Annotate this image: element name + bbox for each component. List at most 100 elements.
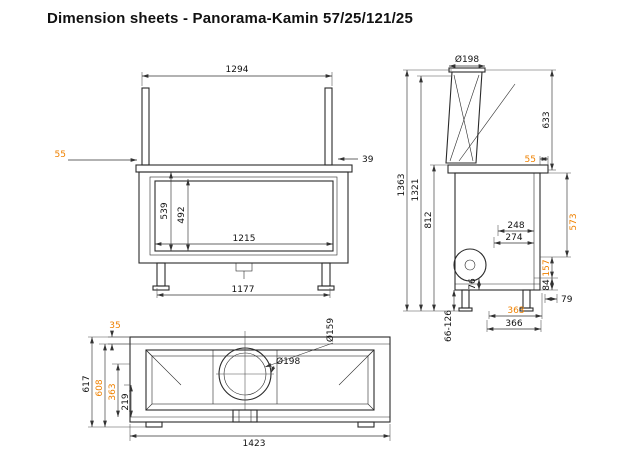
- front-center-connector: [235, 262, 253, 272]
- front-frame-inner: [149, 176, 338, 256]
- dim-top-back-offset-label: 35: [109, 321, 120, 331]
- dim-side-body-height-label: 812: [424, 211, 434, 228]
- side-view: Ø198 633 1363 1321 812: [397, 54, 579, 342]
- dim-front-panel-thickness-label: 39: [362, 155, 374, 165]
- dim-top-flue-inner-diameter: Ø159: [264, 318, 336, 368]
- dim-front-width-top-label: 1294: [226, 65, 249, 75]
- dim-front-firebox-height-label: 539: [160, 202, 170, 219]
- side-foot-front: [519, 307, 534, 312]
- top-side-glass-diagonals: [146, 350, 374, 386]
- dim-front-glass-width: 1215: [155, 234, 333, 246]
- dim-front-side-offset-label: 55: [55, 150, 66, 160]
- front-body: [138, 171, 349, 264]
- side-flue-diagonal-2: [449, 74, 480, 162]
- dim-side-depth-frame: 363: [488, 293, 543, 319]
- front-foot-left: [152, 285, 170, 291]
- front-side-panel-left: [141, 87, 150, 166]
- dim-front-panel-thickness: 39: [338, 155, 374, 165]
- side-body: [454, 172, 541, 291]
- dim-top-depth-frame-label: 608: [95, 379, 105, 396]
- dim-side-total-height-label: 1363: [397, 174, 407, 197]
- top-front-handle-lines: [238, 410, 252, 422]
- front-top-plate: [135, 164, 353, 173]
- dim-side-height-to-collar: 1321: [411, 75, 451, 311]
- dim-front-base-width: 1177: [156, 285, 331, 298]
- dim-top-depth-total: 617: [82, 336, 146, 428]
- dim-side-foot-depth: 79: [544, 294, 573, 305]
- top-view-outline: [129, 331, 391, 428]
- dim-front-width-top: 1294: [141, 65, 333, 86]
- top-flue-centerlines: [216, 331, 274, 410]
- dim-side-lower-front-1-label: 157: [542, 259, 552, 276]
- dim-top-depth-front: 219: [121, 384, 133, 417]
- dim-top-depth-mid: 363: [108, 363, 130, 417]
- dim-side-depth-mid-label: 274: [505, 233, 522, 243]
- side-foot-back: [458, 307, 473, 312]
- dim-side-depth-inner-label: 248: [507, 221, 524, 231]
- dim-top-flue-outer-diameter: Ø198: [270, 356, 301, 374]
- dim-front-glass-height-label: 492: [177, 206, 187, 223]
- dim-side-flue-diameter: Ø198: [449, 54, 485, 68]
- dim-side-leg-adjust-range-label: 66-126: [444, 310, 454, 342]
- side-outlet-circle-inner: [464, 259, 476, 271]
- top-front-handle: [232, 409, 258, 423]
- top-foot-right: [357, 421, 375, 428]
- dim-front-firebox-height: 539: [160, 172, 173, 251]
- dim-side-top-offset: 55: [525, 155, 549, 165]
- side-leg-back: [461, 289, 470, 309]
- top-firebox-outer: [145, 349, 375, 411]
- dim-top-flue-inner-diameter-label: Ø159: [325, 318, 336, 343]
- dim-top-width-total-label: 1423: [243, 439, 266, 449]
- front-glass: [154, 180, 334, 252]
- dim-side-lower-front-2-label: 84: [542, 279, 552, 291]
- dim-side-height-to-collar-label: 1321: [411, 179, 421, 202]
- side-outlet-circle: [453, 248, 487, 282]
- dim-side-depth-inner: 248: [497, 221, 534, 236]
- dim-side-outlet-offset-label: 76: [468, 278, 478, 290]
- top-smoke-dome: [212, 350, 278, 404]
- dim-side-body-height: 812: [424, 164, 448, 311]
- front-leg-left: [156, 262, 166, 287]
- dim-side-lower-front-1: 157: [542, 257, 554, 278]
- dim-side-outlet-offset: 76: [468, 278, 481, 290]
- front-view: 1294 55 39 539 492 1215: [55, 65, 374, 298]
- top-foot-left: [145, 421, 163, 428]
- side-flue-diagonal-1: [453, 74, 474, 162]
- top-outer-plate: [129, 336, 391, 423]
- dim-side-depth-frame-label: 363: [507, 306, 524, 316]
- dim-top-depth-total-label: 617: [82, 375, 92, 392]
- front-view-outline: [135, 87, 353, 291]
- dim-top-depth-mid-label: 363: [108, 383, 118, 400]
- side-flue-collar: [448, 67, 486, 73]
- dim-side-flue-section-height: 633: [485, 69, 556, 171]
- top-view: 35 Ø159 Ø198 617 608: [82, 318, 391, 449]
- dim-side-foot-depth-label: 79: [561, 295, 573, 305]
- front-side-panel-right: [324, 87, 333, 166]
- side-flue-brace: [458, 83, 516, 162]
- dim-side-depth-total: 366: [486, 319, 542, 332]
- page-title: Dimension sheets - Panorama-Kamin 57/25/…: [47, 10, 414, 27]
- dim-side-glass-height-label: 573: [569, 213, 579, 230]
- dim-front-side-offset: 55: [55, 150, 137, 162]
- dim-front-glass-height: 492: [177, 179, 190, 251]
- side-top-plate: [447, 164, 549, 174]
- dim-side-leg-adjust-range: 66-126: [444, 290, 456, 342]
- dim-side-flue-section-height-label: 633: [542, 111, 552, 128]
- dim-front-glass-width-label: 1215: [233, 234, 256, 244]
- side-view-outline: [445, 67, 549, 312]
- dim-side-lower-front-2: 84: [534, 277, 558, 291]
- dim-side-top-offset-label: 55: [525, 155, 536, 165]
- dim-top-back-offset: 35: [108, 321, 130, 351]
- front-leg-right: [321, 262, 331, 287]
- dim-top-width-total: 1423: [129, 424, 391, 449]
- dim-front-base-width-label: 1177: [232, 285, 255, 295]
- dim-side-depth-total-label: 366: [505, 319, 522, 329]
- dim-top-depth-frame: 608: [95, 343, 130, 427]
- dim-top-depth-front-label: 219: [121, 393, 131, 410]
- front-foot-right: [317, 285, 335, 291]
- top-firebox-inner: [151, 355, 369, 405]
- dim-side-flue-diameter-label: Ø198: [455, 54, 480, 65]
- dim-side-glass-height: 573: [540, 172, 579, 258]
